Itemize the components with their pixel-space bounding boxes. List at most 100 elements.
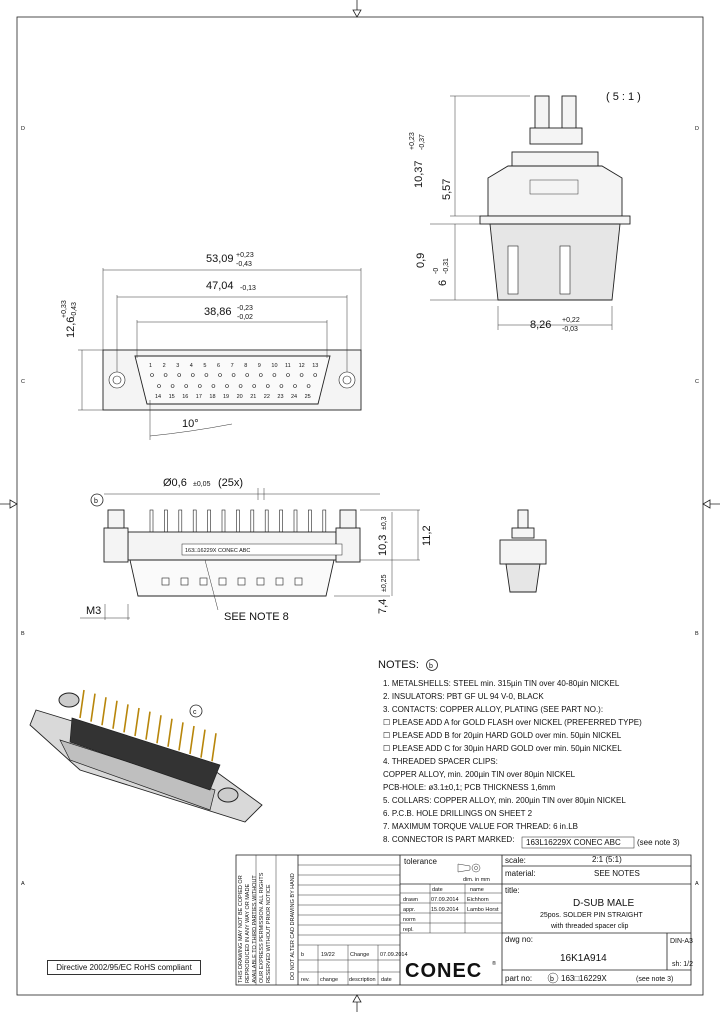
- part-marker: b: [550, 976, 554, 983]
- repl-label: repl.: [403, 927, 414, 933]
- marking-label: 163□16229X CONEC ABC: [185, 548, 250, 554]
- dim-flange-height-tol-dn: -0,43: [71, 302, 78, 318]
- pin-10: [272, 373, 277, 377]
- pin-24: [293, 384, 297, 388]
- dim-shell-depth-tol-dn: -0,31: [443, 258, 450, 274]
- sheet-number: sh: 1/2: [672, 961, 693, 968]
- pin-16: [184, 384, 188, 388]
- zone-letters: D C B A D C B A: [21, 126, 699, 887]
- pin-label-11: 11: [285, 363, 291, 369]
- solder-pin: [279, 509, 283, 533]
- contact-hole: [199, 577, 208, 586]
- solder-pin: [264, 509, 269, 533]
- pin-label-15: 15: [169, 394, 175, 400]
- zone-letter-left-4: A: [21, 881, 25, 887]
- side-view: [430, 95, 631, 330]
- notes-marker: b: [429, 663, 433, 670]
- iso-pin: [167, 718, 173, 747]
- pin-2: [163, 373, 168, 377]
- isometric-view: [29, 689, 263, 823]
- dim-mount-spacing-tol: -0,13: [240, 285, 256, 292]
- note-item: 8. CONNECTOR IS PART MARKED:: [383, 835, 514, 844]
- note-item: ☐ PLEASE ADD A for GOLD FLASH over NICKE…: [383, 718, 642, 727]
- iso-pin: [123, 704, 129, 733]
- pin-13: [313, 373, 318, 377]
- iso-pin: [156, 715, 162, 744]
- note-item: 1. METALSHELLS: STEEL min. 315µin TIN ov…: [383, 679, 620, 688]
- solder-pin: [236, 509, 240, 533]
- pin-5: [204, 373, 209, 377]
- contact-hole: [180, 577, 189, 586]
- note-item: 5. COLLARS: COPPER ALLOY, min. 200µin TI…: [383, 796, 626, 805]
- name-header: name: [470, 887, 484, 893]
- pin-label-18: 18: [209, 394, 215, 400]
- zone-letter-left-1: D: [21, 126, 25, 132]
- pin-label-2: 2: [163, 363, 166, 369]
- cad-warning: DO NOT ALTER CAD DRAWING BY HAND: [290, 873, 296, 980]
- rohs-compliance-note: Directive 2002/95/EC RoHS compliant: [47, 960, 201, 975]
- pin-label-23: 23: [277, 394, 283, 400]
- dim-shell-depth-tol-up: -0: [433, 268, 440, 274]
- dim-mount-spacing: 47,04: [206, 280, 234, 292]
- pin-18: [211, 384, 216, 388]
- dim-flange: 0,9: [415, 253, 427, 268]
- dwg-label: dwg no:: [505, 935, 533, 944]
- solder-pin: [178, 509, 183, 533]
- pin-14: [157, 384, 161, 388]
- dim-overall-width-tol-dn: -0,43: [236, 261, 252, 268]
- pin-label-7: 7: [231, 363, 234, 369]
- pin-25: [306, 384, 311, 388]
- pin-6: [218, 373, 222, 377]
- pin-label-22: 22: [264, 394, 270, 400]
- pin-label-20: 20: [237, 394, 243, 400]
- elevation-view: [80, 488, 420, 620]
- iso-pin: [90, 693, 96, 722]
- pin-4: [191, 373, 195, 377]
- marker-c: c: [189, 704, 203, 718]
- pin-label-4: 4: [190, 363, 193, 369]
- part-note: (see note 3): [636, 976, 673, 983]
- date-header: date: [432, 887, 443, 893]
- note-item: PCB-HOLE: ø3.1±0,1; PCB THICKNESS 1,6mm: [383, 783, 556, 792]
- note-item: COPPER ALLOY, min. 200µin TIN over 80µin…: [383, 770, 576, 779]
- sheet-size: DIN-A3: [670, 938, 693, 945]
- material-label: material:: [505, 869, 536, 878]
- dim-flange-height: 12,6: [65, 317, 77, 338]
- pin-11: [286, 373, 290, 377]
- sheet-border: [16, 16, 704, 996]
- pin-8: [245, 373, 249, 377]
- contact-hole: [275, 577, 284, 586]
- pin-label-12: 12: [299, 363, 305, 369]
- see-note-8: SEE NOTE 8: [224, 611, 289, 623]
- dim-height-total-tol-up: +0,23: [409, 132, 416, 150]
- small-side-view: [499, 509, 547, 593]
- part-label: part no:: [505, 974, 532, 983]
- rev-row-value: b: [301, 952, 304, 958]
- scale-value: 2:1 (5:1): [592, 855, 622, 864]
- copyright-line: REPRODUCED IN ANY WAY OR MADE: [245, 884, 251, 983]
- pin-label-6: 6: [217, 363, 220, 369]
- conec-logo-reg: ®: [492, 960, 496, 967]
- solder-pin: [164, 509, 168, 533]
- contact-hole: [218, 577, 227, 586]
- pin-17: [198, 384, 202, 388]
- dim-angle: 10°: [182, 418, 199, 430]
- drawn-label: drawn: [403, 897, 418, 903]
- note8-suffix: (see note 3): [637, 838, 680, 847]
- pin-label-25: 25: [305, 394, 311, 400]
- iso-pin: [200, 729, 206, 758]
- dim-flange-height-tol-up: +0,33: [61, 300, 68, 318]
- solder-pin: [192, 509, 197, 533]
- solder-pin: [207, 509, 211, 533]
- pin-label-9: 9: [258, 363, 261, 369]
- solder-pin: [293, 509, 298, 533]
- solder-pin: [221, 509, 226, 533]
- norm-label: norm: [403, 917, 416, 923]
- zone-letter-right-4: A: [695, 881, 699, 887]
- appr-date: 15.09.2014: [431, 907, 459, 913]
- solder-pin: [322, 509, 327, 533]
- pin-15: [170, 384, 175, 388]
- pin-23: [279, 384, 284, 388]
- title-main: D-SUB MALE: [573, 898, 634, 909]
